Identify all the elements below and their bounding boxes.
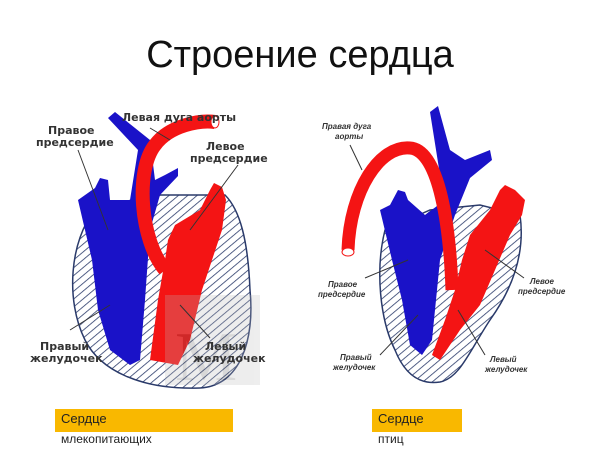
mammal-leader-lines	[69, 127, 239, 339]
vessel-opening	[341, 247, 355, 257]
mammal-left-heart	[150, 183, 226, 365]
label-right-atrium-2: предсердие	[318, 290, 366, 299]
label-right-aortic-arch-1: Правая дуга	[322, 122, 372, 131]
slide-title: Строение сердца	[146, 34, 454, 76]
label-left-atrium-1: Левое	[206, 140, 245, 153]
bird-right-aortic-arch	[341, 141, 459, 291]
mammal-left-aortic-arch	[135, 114, 216, 275]
bird-caption-line2: птиц	[378, 432, 404, 446]
bird-right-heart	[380, 106, 492, 355]
svg-text:М: М	[175, 319, 237, 396]
label-left-ventricle-1: Левый	[489, 355, 517, 364]
label-left-aortic-arch: Левая дуга аорты	[122, 111, 236, 124]
label-left-atrium-2: предсердие	[518, 287, 566, 296]
mammal-caption: Сердце	[55, 409, 233, 432]
label-left-atrium-1: Левое	[529, 277, 554, 286]
vessel-opening	[210, 115, 220, 129]
mammal-caption-line2: млекопитающих	[61, 432, 152, 446]
bird-leader-lines	[349, 144, 525, 356]
mammal-heart: М Левая дуга аорты Правое предсердие Лев…	[30, 111, 268, 396]
label-right-atrium-1: Правое	[328, 280, 358, 289]
label-right-ventricle-1: Правый	[340, 353, 372, 362]
label-right-aortic-arch-2: аорты	[335, 132, 363, 141]
label-right-ventricle-2: желудочек	[332, 363, 376, 372]
label-right-atrium-1: Правое	[48, 124, 94, 137]
label-right-ventricle-1: Правый	[40, 340, 89, 353]
label-left-ventricle-2: желудочек	[484, 365, 528, 374]
label-right-ventricle-2: желудочек	[30, 352, 103, 365]
bird-left-heart	[432, 185, 525, 360]
label-left-atrium-2: предсердие	[190, 152, 268, 165]
label-left-ventricle-1: Левый	[205, 340, 246, 353]
bird-heart: Правая дуга аорты Правое предсердие Лево…	[318, 106, 566, 384]
label-right-atrium-2: предсердие	[36, 136, 114, 149]
mammal-watermark: М	[165, 295, 260, 396]
bird-caption: Сердце	[372, 409, 462, 432]
label-left-ventricle-2: желудочек	[193, 352, 266, 365]
mammal-right-heart	[78, 112, 178, 365]
